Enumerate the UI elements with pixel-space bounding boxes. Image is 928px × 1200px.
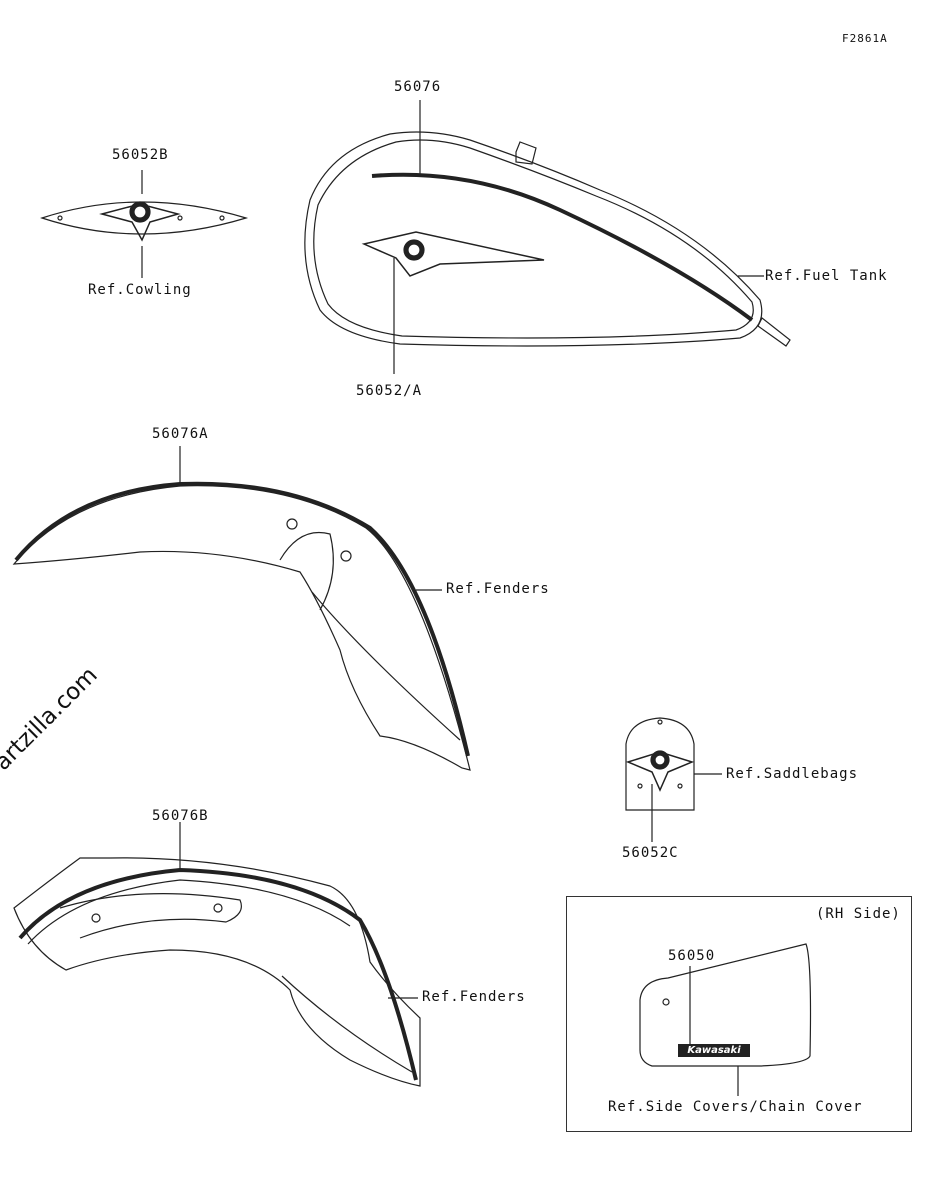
- part-number-56076[interactable]: 56076: [394, 79, 442, 95]
- part-number-56052-a[interactable]: 56052/A: [356, 383, 423, 399]
- figure-code: F2861A: [842, 32, 888, 45]
- ref-side-covers[interactable]: Ref.Side Covers/Chain Cover: [608, 1099, 863, 1115]
- ref-fenders-front[interactable]: Ref.Fenders: [446, 581, 550, 597]
- part-number-56076b[interactable]: 56076B: [152, 808, 209, 824]
- ref-fenders-rear[interactable]: Ref.Fenders: [422, 989, 526, 1005]
- ref-saddlebags[interactable]: Ref.Saddlebags: [726, 766, 859, 782]
- part-number-56050[interactable]: 56050: [668, 948, 716, 964]
- ref-cowling[interactable]: Ref.Cowling: [88, 282, 192, 298]
- fuel-tank-shape: [304, 100, 791, 374]
- part-number-56076a[interactable]: 56076A: [152, 426, 209, 442]
- part-number-56052b[interactable]: 56052B: [112, 147, 169, 163]
- kawasaki-logo: Kawasaki: [678, 1044, 750, 1057]
- rear-fender-shape: [13, 822, 421, 1087]
- cowling-emblem-shape: [40, 170, 249, 278]
- inset-box: [566, 896, 912, 1132]
- inset-label: (RH Side): [816, 906, 901, 922]
- part-number-56052c[interactable]: 56052C: [622, 845, 679, 861]
- side-cover-shape: [639, 943, 812, 1096]
- saddlebag-emblem-shape: [625, 717, 722, 842]
- ref-fuel-tank[interactable]: Ref.Fuel Tank: [765, 268, 888, 284]
- front-fender-shape: [12, 446, 471, 771]
